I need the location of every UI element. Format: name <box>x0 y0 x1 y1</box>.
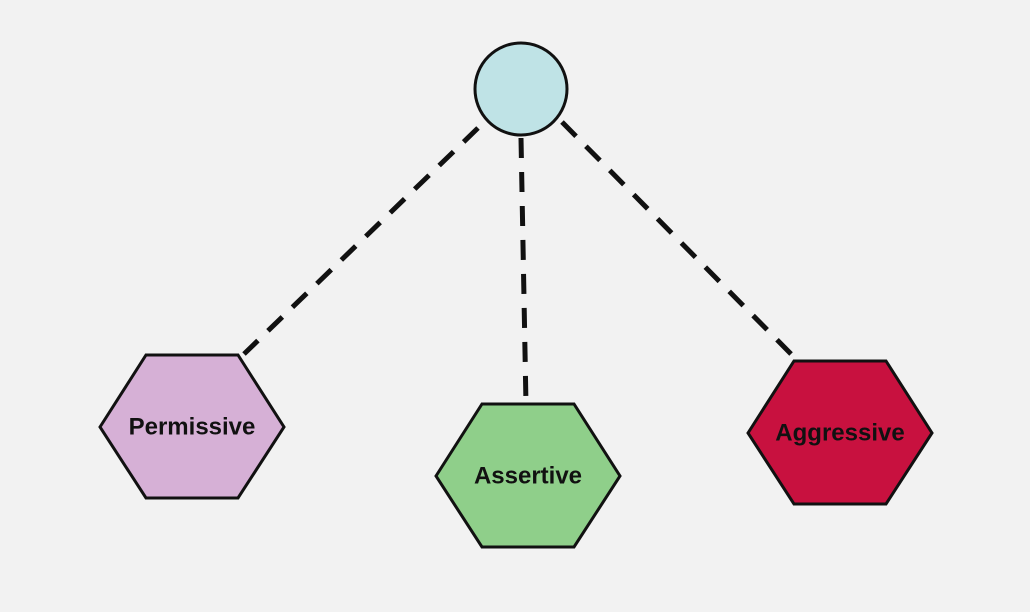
permissive-hexagon <box>98 353 286 500</box>
node-assertive: Assertive <box>434 402 622 549</box>
assertive-label: Assertive <box>474 462 582 489</box>
connector-root-to-aggressive <box>560 120 797 360</box>
node-aggressive: Aggressive <box>746 359 934 506</box>
aggressive-hexagon <box>746 359 934 506</box>
connector-root-to-permissive <box>242 126 480 356</box>
connector-root-to-assertive <box>518 137 529 406</box>
permissive-label: Permissive <box>129 413 256 440</box>
node-permissive: Permissive <box>98 353 286 500</box>
root-node-circle <box>473 41 569 137</box>
assertive-hexagon <box>434 402 622 549</box>
aggressive-label: Aggressive <box>775 419 904 446</box>
